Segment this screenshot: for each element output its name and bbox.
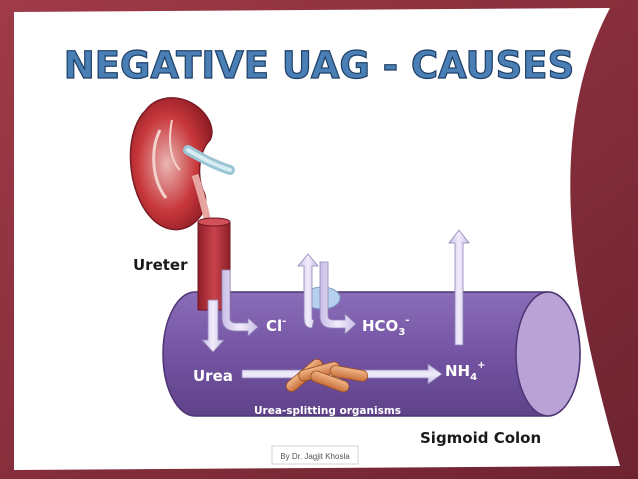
label-ureter: Ureter	[133, 256, 188, 274]
sigmoid-colon-shape	[162, 291, 581, 417]
label-urea: Urea	[193, 367, 233, 385]
arrow-to-cl	[221, 269, 259, 337]
kidney-illustration	[129, 97, 235, 231]
label-nh4-base: NH	[445, 362, 470, 380]
slide-title: NEGATIVE UAG - CAUSES	[64, 44, 574, 87]
label-nh4-sub: 4	[470, 372, 477, 383]
label-sigmoid-colon: Sigmoid Colon	[420, 429, 541, 447]
arrow-to-hco3	[319, 261, 357, 335]
footer-box	[271, 445, 359, 465]
label-nh4-sup: +	[477, 360, 485, 371]
bacteria-cluster	[285, 358, 369, 393]
label-cl: Cl-	[266, 316, 286, 335]
label-hco3-sup: -	[405, 315, 409, 326]
ureter-tube	[197, 217, 231, 311]
label-urea-splitting-organisms: Urea-splitting organisms	[254, 405, 401, 417]
arrow-ureter-to-urea	[201, 299, 225, 353]
label-cl-base: Cl	[266, 317, 282, 335]
label-nh4: NH4+	[445, 360, 485, 383]
label-cl-sup: -	[282, 316, 286, 327]
arrow-cl-exchange-up	[297, 253, 319, 329]
arrow-nh4-up	[448, 229, 470, 346]
label-hco3-base: HCO	[362, 317, 398, 335]
footer-credit: By Dr. Jagjit Khosla	[280, 452, 350, 461]
label-hco3-sub: 3	[398, 327, 405, 338]
label-hco3: HCO3-	[362, 315, 409, 338]
